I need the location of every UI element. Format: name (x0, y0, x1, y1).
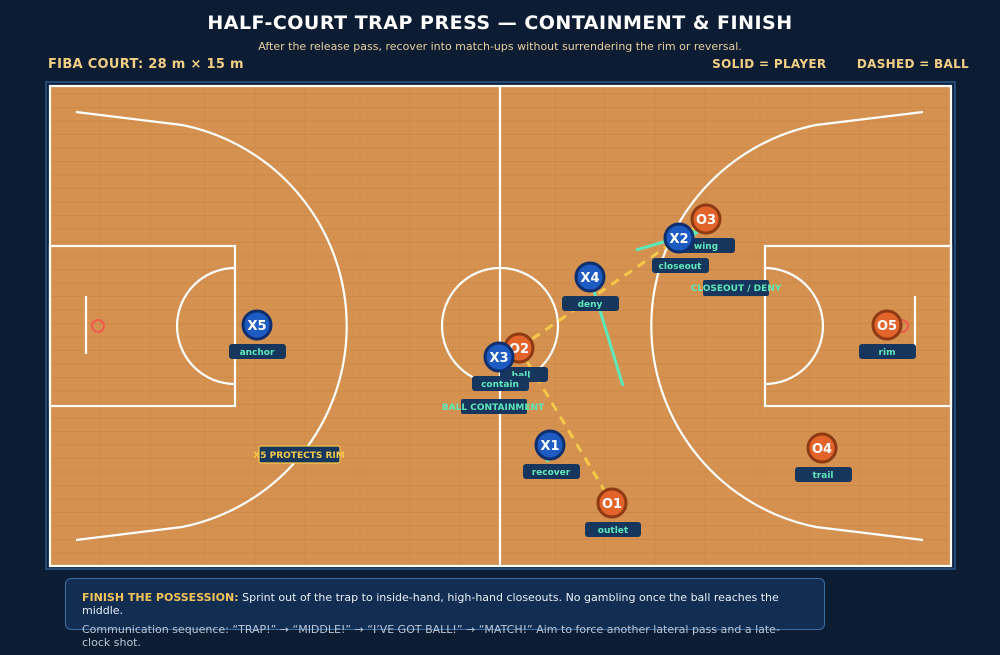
svg-text:BALL CONTAINMENT: BALL CONTAINMENT (442, 403, 545, 413)
defense-player-x5: X5 anchor (229, 309, 286, 359)
svg-text:O1: O1 (602, 497, 622, 512)
footer-text: Sprint out of the trap to inside-hand, h… (82, 591, 779, 617)
legend-dashed: DASHED = BALL (856, 57, 969, 71)
callout-closeout-deny: CLOSEOUT / DENY (691, 280, 782, 296)
court-size-label: FIBA COURT: 28 m × 15 m (48, 57, 244, 72)
footer-line-1: FINISH THE POSSESSION: Sprint out of the… (82, 591, 808, 617)
ball-pass-o2-to-o1 (517, 347, 614, 504)
diagram-subtitle: After the release pass, recover into mat… (258, 40, 742, 53)
svg-text:anchor: anchor (240, 348, 275, 358)
callout-x5-protects-rim: X5 PROTECTS RIM (253, 445, 345, 464)
svg-text:O5: O5 (877, 319, 897, 334)
svg-text:X3: X3 (489, 351, 508, 366)
svg-text:O4: O4 (812, 442, 832, 457)
legend-solid: SOLID = PLAYER (712, 57, 827, 71)
svg-text:wing: wing (694, 242, 718, 252)
svg-text:deny: deny (578, 300, 603, 310)
offense-player-o5: O5 rim (859, 309, 916, 359)
svg-text:X1: X1 (540, 439, 559, 454)
svg-text:X4: X4 (580, 271, 599, 286)
svg-text:contain: contain (481, 380, 519, 390)
svg-text:recover: recover (532, 468, 571, 478)
diagram-title: HALF-COURT TRAP PRESS — CONTAINMENT & FI… (207, 12, 793, 34)
footer-sequence: Communication sequence: “TRAP!” → “MIDDL… (82, 623, 780, 649)
svg-text:X5 PROTECTS RIM: X5 PROTECTS RIM (253, 451, 344, 461)
svg-text:X5: X5 (247, 319, 266, 334)
offense-player-o4: O4 trail (795, 432, 852, 482)
ball-paths (517, 219, 705, 504)
svg-text:closeout: closeout (659, 262, 703, 272)
ball-pass-o2-to-o3 (518, 219, 705, 350)
svg-text:X2: X2 (669, 232, 688, 247)
court-lines (48, 84, 953, 568)
svg-text:rim: rim (879, 348, 896, 358)
legend: SOLID = PLAYER DASHED = BALL (686, 57, 969, 71)
callout-ball-containment: BALL CONTAINMENT (442, 399, 545, 414)
defense-player-x1: X1 recover (523, 429, 580, 479)
defense-player-x3: X3 contain (472, 341, 529, 391)
svg-text:trail: trail (813, 471, 834, 481)
svg-text:O3: O3 (696, 213, 716, 228)
defense-player-x2: X2 closeout (652, 222, 709, 273)
defense-player-x4: X4 deny (562, 261, 619, 311)
offense-player-o1: O1 outlet (585, 487, 641, 537)
footer-note: FINISH THE POSSESSION: Sprint out of the… (65, 578, 825, 649)
board-seams (99, 86, 911, 566)
left-rim-icon (91, 319, 105, 333)
svg-text:CLOSEOUT / DENY: CLOSEOUT / DENY (691, 284, 782, 294)
footer-heading: FINISH THE POSSESSION: (82, 591, 239, 604)
svg-text:outlet: outlet (598, 526, 629, 536)
